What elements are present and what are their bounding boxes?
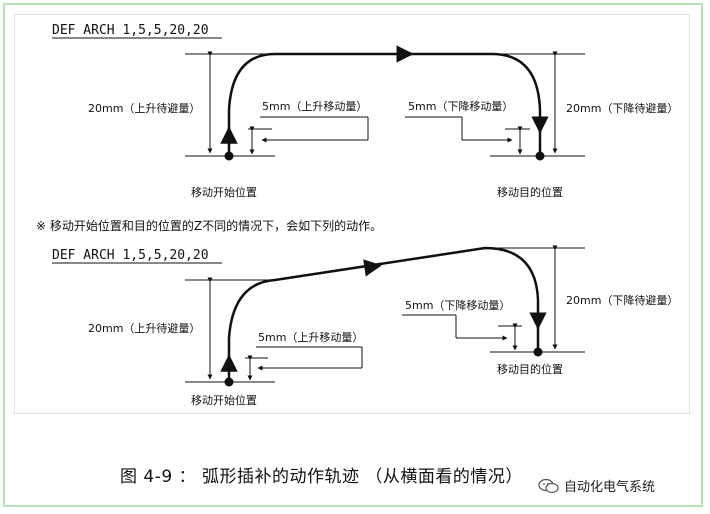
top-end-label: 移动目的位置 [497,185,563,199]
bottom-diagram: DEF ARCH 1,5,5,20,20 20mm（上升待避量） 5mm（上升移… [52,245,678,407]
top-start-label: 移动开始位置 [191,185,257,199]
bottom-down-small-label: 5mm（下降移动量） [405,298,510,312]
note-text: ※ 移动开始位置和目的位置的Z不同的情况下，会如下列的动作。 [36,218,382,233]
figure-caption: 图 4-9 ： 弧形插补的动作轨迹 （从横面看的情况） [120,467,523,487]
bottom-end-label: 移动目的位置 [497,362,563,376]
bottom-up-small-label: 5mm（上升移动量） [258,331,363,344]
top-start-point [224,151,234,161]
top-left-total-label: 20mm（上升待避量） [88,101,200,115]
bottom-right-total-label: 20mm（下降待避量） [566,293,678,307]
top-right-total-label: 20mm（下降待避量） [566,101,678,115]
bottom-start-point [224,377,234,387]
top-command-text: DEF ARCH 1,5,5,20,20 [52,23,209,38]
top-diagram: DEF ARCH 1,5,5,20,20 20mm（上升待避量） 5mm（上升移… [52,23,678,199]
top-trajectory [227,52,542,156]
bottom-left-total-label: 20mm（上升待避量） [88,321,200,335]
wechat-icon [538,478,559,493]
top-up-small-label: 5mm（上升移动量） [262,100,367,113]
top-end-point [535,151,545,161]
bottom-command-text: DEF ARCH 1,5,5,20,20 [52,248,209,263]
watermark-text: 自动化电气系统 [564,480,656,495]
bottom-end-point [533,347,543,357]
bottom-trajectory [227,246,540,382]
top-down-small-label: 5mm（下降移动量） [408,99,513,113]
bottom-start-label: 移动开始位置 [191,393,257,407]
watermark: 自动化电气系统 [538,476,655,495]
